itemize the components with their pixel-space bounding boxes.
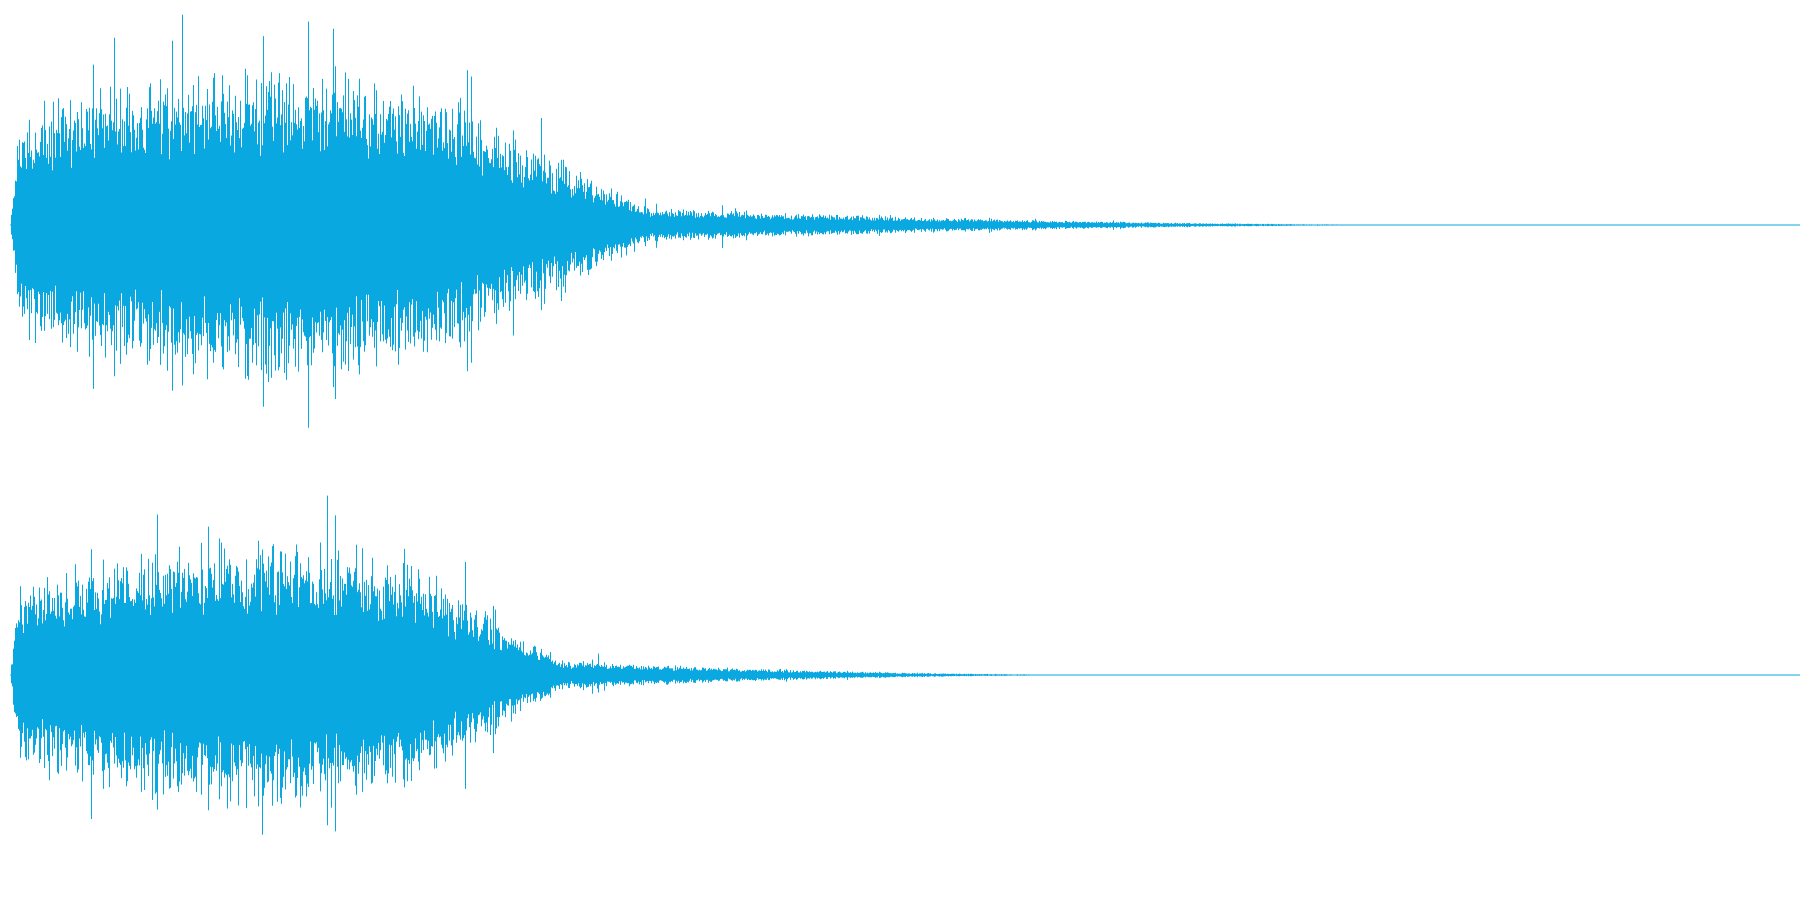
channel-2-waveform xyxy=(10,495,1800,835)
channel-signal xyxy=(11,495,1101,835)
channel-signal xyxy=(11,14,1410,428)
channel-1-waveform xyxy=(10,14,1800,428)
